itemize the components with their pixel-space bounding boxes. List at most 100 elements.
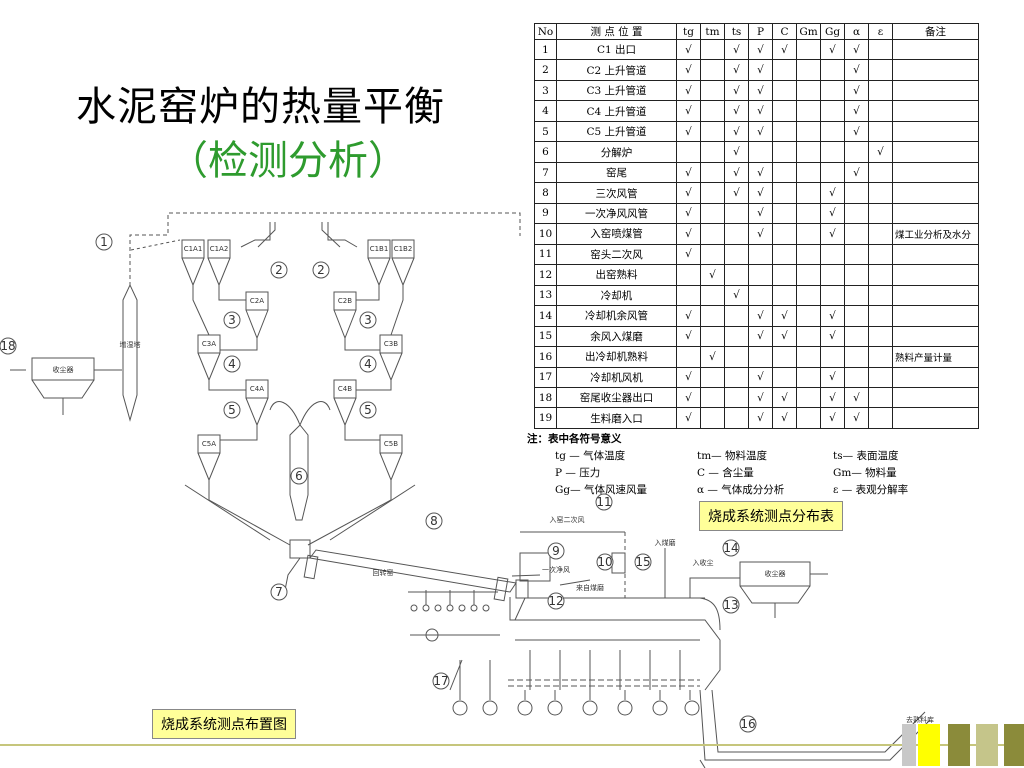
point-11: 11 bbox=[595, 493, 613, 511]
table-cell: √ bbox=[676, 407, 701, 429]
label-c5a: C5A bbox=[202, 440, 216, 448]
note-item: tg — 气体温度 bbox=[555, 450, 626, 462]
table-caption: 烧成系统测点分布表 bbox=[699, 501, 843, 531]
svg-text:12: 12 bbox=[548, 594, 563, 608]
accent-square bbox=[918, 724, 940, 766]
table-cell: 入窑喷煤管 bbox=[556, 223, 677, 245]
svg-text:2: 2 bbox=[275, 263, 283, 277]
accent-square bbox=[976, 724, 998, 766]
point-18: 18 bbox=[0, 337, 17, 355]
label-secondary-air: 入窑二次风 bbox=[550, 515, 585, 524]
label-c2a: C2A bbox=[250, 297, 264, 305]
calciner bbox=[289, 424, 309, 521]
table-cell: 13 bbox=[534, 284, 557, 307]
point-1: 1 bbox=[95, 233, 113, 251]
clinker-cooler bbox=[509, 552, 721, 691]
table-cell: √ bbox=[676, 386, 701, 409]
accent-square bbox=[902, 724, 916, 766]
table-header-cell: No bbox=[534, 23, 557, 40]
svg-text:13: 13 bbox=[723, 598, 738, 612]
label-c1b2: C1B2 bbox=[394, 245, 413, 253]
svg-text:11: 11 bbox=[596, 495, 611, 509]
symbol-notes: 注：表中各符号意义 tg — 气体温度 tm— 物料温度 ts— 表面温度 P … bbox=[527, 430, 997, 498]
svg-text:16: 16 bbox=[740, 717, 755, 731]
table-cell: 窑尾收尘器出口 bbox=[556, 386, 677, 409]
svg-text:3: 3 bbox=[228, 313, 236, 327]
point-7: 7 bbox=[270, 583, 288, 601]
label-c4a: C4A bbox=[250, 385, 264, 393]
label-c2b: C2B bbox=[338, 297, 352, 305]
label-dust-collector-right: 收尘器 bbox=[765, 569, 786, 578]
note-item: α — 气体成分分析 bbox=[697, 484, 785, 496]
table-cell bbox=[892, 386, 979, 409]
svg-text:4: 4 bbox=[364, 357, 372, 371]
point-3b: 3 bbox=[359, 311, 377, 329]
table-cell: 窑尾 bbox=[556, 161, 677, 184]
diagram-caption: 烧成系统测点布置图 bbox=[152, 709, 296, 739]
bottom-rule bbox=[0, 744, 1024, 746]
svg-text:4: 4 bbox=[228, 357, 236, 371]
table-cell: √ bbox=[844, 386, 869, 409]
label-dust: 入收尘 bbox=[693, 558, 714, 567]
table-cell: 11 bbox=[534, 243, 557, 266]
table-cell: 15 bbox=[534, 325, 557, 348]
table-cell: C5 上升管道 bbox=[556, 120, 677, 143]
label-dust-collector-left: 收尘器 bbox=[53, 365, 74, 374]
table-cell: 16 bbox=[534, 346, 557, 368]
svg-text:5: 5 bbox=[364, 403, 372, 417]
note-item: ε — 表观分解率 bbox=[833, 484, 909, 496]
point-6: 6 bbox=[290, 467, 308, 485]
label-coal-mill: 入煤磨 bbox=[655, 538, 676, 547]
point-4b: 4 bbox=[359, 355, 377, 373]
point-5b: 5 bbox=[359, 401, 377, 419]
svg-text:5: 5 bbox=[228, 403, 236, 417]
label-c1a1: C1A1 bbox=[184, 245, 203, 253]
accent-square bbox=[948, 724, 970, 766]
table-header-cell: Gm bbox=[796, 23, 821, 40]
label-primary-air: 一次净风 bbox=[542, 565, 570, 574]
note-item: ts— 表面温度 bbox=[833, 450, 899, 462]
notes-heading: 注：表中各符号意义 bbox=[527, 433, 622, 445]
point-12: 12 bbox=[547, 592, 565, 610]
label-c3a: C3A bbox=[202, 340, 216, 348]
table-cell: C4 上升管道 bbox=[556, 100, 677, 122]
page-subtitle: （检测分析） bbox=[168, 138, 408, 184]
label-c1a2: C1A2 bbox=[210, 245, 229, 253]
svg-text:3: 3 bbox=[364, 313, 372, 327]
label-c5b: C5B bbox=[384, 440, 398, 448]
point-2b: 2 bbox=[312, 261, 330, 279]
note-item: C — 含尘量 bbox=[697, 467, 754, 479]
point-16: 16 bbox=[739, 715, 757, 733]
point-8: 8 bbox=[425, 512, 443, 530]
point-15: 15 bbox=[634, 553, 652, 571]
svg-text:10: 10 bbox=[597, 555, 612, 569]
point-17: 17 bbox=[432, 672, 450, 690]
label-c3b: C3B bbox=[384, 340, 398, 348]
table-cell bbox=[892, 407, 979, 429]
accent-square bbox=[1004, 724, 1024, 766]
table-header-cell: 备注 bbox=[892, 23, 979, 40]
svg-text:18: 18 bbox=[0, 339, 15, 353]
point-10: 10 bbox=[596, 553, 614, 571]
point-5a: 5 bbox=[223, 401, 241, 419]
svg-text:7: 7 bbox=[275, 585, 283, 599]
svg-text:6: 6 bbox=[295, 469, 303, 483]
point-14: 14 bbox=[722, 539, 740, 557]
note-item: tm— 物料温度 bbox=[697, 450, 768, 462]
svg-text:1: 1 bbox=[100, 235, 108, 249]
point-4a: 4 bbox=[223, 355, 241, 373]
note-item: Gm— 物料量 bbox=[833, 467, 897, 479]
point-9: 9 bbox=[547, 542, 565, 560]
